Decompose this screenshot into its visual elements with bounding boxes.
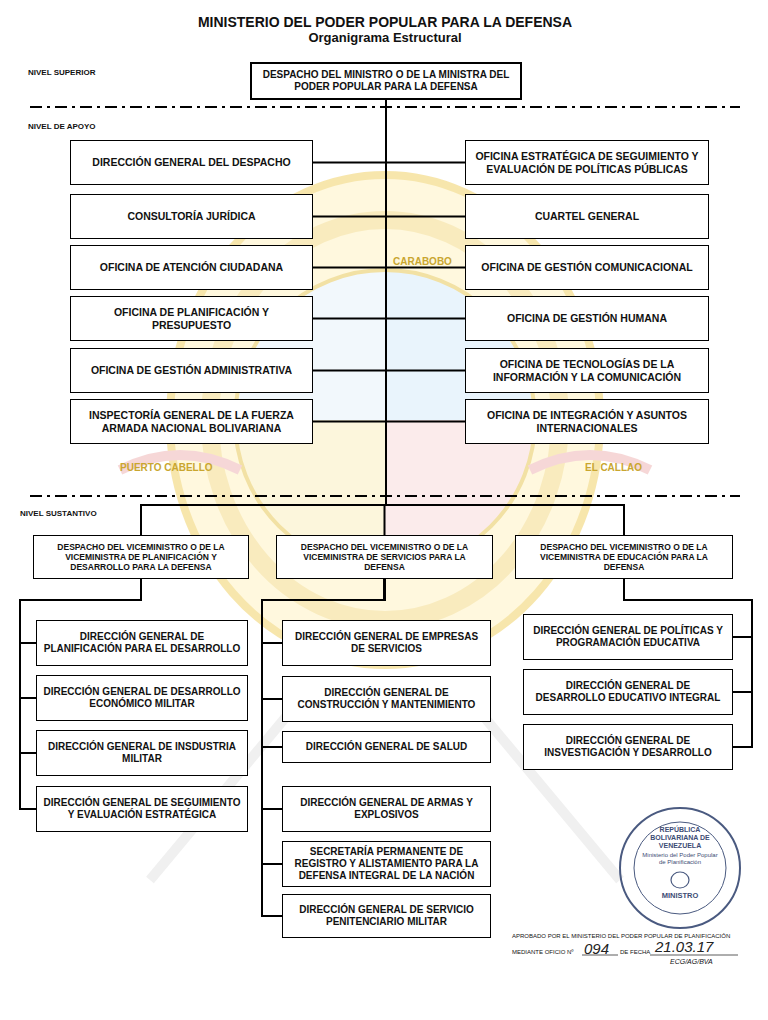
unit-box: DIRECCIÓN GENERAL DE DESARROLLO EDUCATIV…	[523, 669, 733, 715]
unit-name: INSPECTORÍA GENERAL DE LA FUERZA ARMADA …	[77, 409, 306, 434]
unit-box: OFICINA ESTRATÉGICA DE SEGUIMIENTO Y EVA…	[465, 140, 709, 185]
unit-box: DIRECCIÓN GENERAL DEL DESPACHO	[70, 140, 313, 185]
unit-name: SECRETARÍA PERMANENTE DE REGISTRO Y ALIS…	[289, 846, 484, 881]
unit-name: DIRECCIÓN GENERAL DE DESARROLLO EDUCATIV…	[530, 680, 726, 704]
org-connector	[386, 100, 465, 422]
unit-name: DIRECCIÓN GENERAL DE INSDUSTRIA MILITAR	[43, 741, 241, 765]
unit-box: OFICINA DE INTEGRACIÓN Y ASUNTOS INTERNA…	[465, 399, 709, 444]
unit-box: OFICINA DE GESTIÓN HUMANA	[465, 296, 709, 341]
org-connector	[313, 100, 386, 422]
unit-box: DIRECCIÓN GENERAL DE ARMAS Y EXPLOSIVOS	[282, 786, 491, 832]
unit-box: DIRECCIÓN GENERAL DE INSDUSTRIA MILITAR	[36, 730, 248, 776]
unit-name: OFICINA DE GESTIÓN ADMINISTRATIVA	[91, 364, 292, 376]
unit-name: OFICINA DE GESTIÓN COMUNICACIONAL	[481, 261, 692, 273]
unit-name: DIRECCIÓN GENERAL DE SEGUIMIENTO Y EVALU…	[43, 797, 241, 821]
watermark-text: CARABOBO	[393, 256, 452, 268]
unit-name: DESPACHO DEL VICEMINISTRO O DE LA VICEMI…	[522, 542, 726, 572]
level-label: NIVEL DE APOYO	[28, 122, 96, 131]
unit-box: DIRECCIÓN GENERAL DE EMPRESAS DE SERVICI…	[282, 620, 491, 666]
unit-box: DIRECCIÓN GENERAL DE SERVICIO PENITENCIA…	[282, 894, 491, 938]
org-connector	[386, 100, 465, 268]
minister-box: DESPACHO DEL MINISTRO O DE LA MINISTRA D…	[250, 62, 522, 100]
approval-note: MEDIANTE OFICIO Nº	[512, 949, 574, 956]
unit-name: DIRECCIÓN GENERAL DE POLÍTICAS Y PROGRAM…	[530, 625, 726, 649]
vice-minister-box: DESPACHO DEL VICEMINISTRO O DE LA VICEMI…	[276, 535, 493, 579]
unit-box: OFICINA DE GESTIÓN ADMINISTRATIVA	[70, 348, 313, 393]
unit-name: OFICINA DE ATENCIÓN CIUDADANA	[100, 261, 283, 273]
unit-box: OFICINA DE ATENCIÓN CIUDADANA	[70, 245, 313, 290]
org-connector	[313, 100, 386, 319]
unit-box: DIRECCIÓN GENERAL DE SALUD	[282, 731, 491, 763]
unit-name: DIRECCIÓN GENERAL DE ARMAS Y EXPLOSIVOS	[289, 797, 484, 821]
org-connector	[20, 579, 141, 753]
unit-name: DIRECCIÓN GENERAL DE SALUD	[306, 741, 468, 753]
subtitle: Organigrama Estructural	[308, 31, 461, 46]
unit-name: CONSULTORÍA JURÍDICA	[127, 210, 255, 222]
unit-name: DIRECCIÓN GENERAL DEL DESPACHO	[92, 156, 290, 168]
unit-name: OFICINA DE TECNOLOGÍAS DE LA INFORMACIÓN…	[472, 358, 702, 383]
stamp-text: REPÚBLICA BOLIVARIANA DE VENEZUELA	[641, 826, 719, 850]
unit-name: DESPACHO DEL VICEMINISTRO O DE LA VICEMI…	[40, 542, 242, 572]
unit-name: DESPACHO DEL VICEMINISTRO O DE LA VICEMI…	[283, 542, 486, 572]
approval-note: 094	[584, 940, 609, 957]
unit-box: CUARTEL GENERAL	[465, 194, 709, 239]
approval-note: DE FECHA	[620, 949, 650, 956]
vice-minister-box: DESPACHO DEL VICEMINISTRO O DE LA VICEMI…	[515, 535, 733, 579]
level-label: NIVEL SUSTANTIVO	[20, 509, 97, 518]
org-connector	[386, 100, 465, 371]
level-label: NIVEL SUPERIOR	[28, 68, 95, 77]
unit-box: SECRETARÍA PERMANENTE DE REGISTRO Y ALIS…	[282, 841, 491, 887]
unit-name: DIRECCIÓN GENERAL DE DESARROLLO ECONÓMIC…	[43, 686, 241, 710]
approval-note: ECG/AG/BVA	[670, 958, 713, 966]
unit-box: OFICINA DE TECNOLOGÍAS DE LA INFORMACIÓN…	[465, 348, 709, 393]
unit-box: DIRECCIÓN GENERAL DE INSVESTIGACIÓN Y DE…	[523, 724, 733, 770]
unit-name: DIRECCIÓN GENERAL DE CONSTRUCCIÓN Y MANT…	[289, 687, 484, 711]
unit-box: DIRECCIÓN GENERAL DE PLANIFICACIÓN PARA …	[36, 620, 248, 666]
unit-name: DIRECCIÓN GENERAL DE SERVICIO PENITENCIA…	[289, 904, 484, 928]
unit-box: CONSULTORÍA JURÍDICA	[70, 194, 313, 239]
org-connector	[386, 100, 465, 217]
unit-name: OFICINA DE PLANIFICACIÓN Y PRESUPUESTO	[77, 306, 306, 331]
org-connector	[313, 100, 386, 163]
watermark-text: EL CALLAO	[585, 462, 642, 474]
org-connector	[386, 100, 465, 319]
unit-name: DESPACHO DEL MINISTRO O DE LA MINISTRA D…	[258, 69, 514, 93]
org-connector	[313, 100, 386, 217]
unit-box: INSPECTORÍA GENERAL DE LA FUERZA ARMADA …	[70, 399, 313, 444]
unit-box: DIRECCIÓN GENERAL DE DESARROLLO ECONÓMIC…	[36, 675, 248, 721]
unit-name: DIRECCIÓN GENERAL DE EMPRESAS DE SERVICI…	[289, 631, 484, 655]
approval-stamp	[620, 808, 740, 928]
unit-box: OFICINA DE GESTIÓN COMUNICACIONAL	[465, 245, 709, 290]
approval-note: 21.03.17	[655, 938, 713, 955]
unit-box: OFICINA DE PLANIFICACIÓN Y PRESUPUESTO	[70, 296, 313, 341]
unit-box: DIRECCIÓN GENERAL DE POLÍTICAS Y PROGRAM…	[523, 614, 733, 660]
unit-name: DIRECCIÓN GENERAL DE INSVESTIGACIÓN Y DE…	[530, 735, 726, 759]
stamp-text: MINISTRO	[662, 892, 699, 901]
unit-box: DIRECCIÓN GENERAL DE SEGUIMIENTO Y EVALU…	[36, 786, 248, 832]
unit-name: DIRECCIÓN GENERAL DE PLANIFICACIÓN PARA …	[43, 631, 241, 655]
chart-title: MINISTERIO DEL PODER POPULAR PARA LA DEF…	[198, 14, 572, 30]
unit-name: OFICINA ESTRATÉGICA DE SEGUIMIENTO Y EVA…	[472, 150, 702, 175]
org-connector	[313, 100, 386, 268]
watermark-text: PUERTO CABELLO	[120, 462, 213, 474]
org-connector	[313, 100, 386, 371]
org-connector	[386, 100, 465, 163]
stamp-text: Ministerio del Poder Popular de Planific…	[641, 852, 719, 866]
vice-minister-box: DESPACHO DEL VICEMINISTRO O DE LA VICEMI…	[33, 535, 249, 579]
unit-name: CUARTEL GENERAL	[535, 210, 639, 222]
org-connector	[624, 579, 752, 747]
unit-name: OFICINA DE INTEGRACIÓN Y ASUNTOS INTERNA…	[472, 409, 702, 434]
unit-box: DIRECCIÓN GENERAL DE CONSTRUCCIÓN Y MANT…	[282, 676, 491, 722]
unit-name: OFICINA DE GESTIÓN HUMANA	[507, 312, 667, 324]
